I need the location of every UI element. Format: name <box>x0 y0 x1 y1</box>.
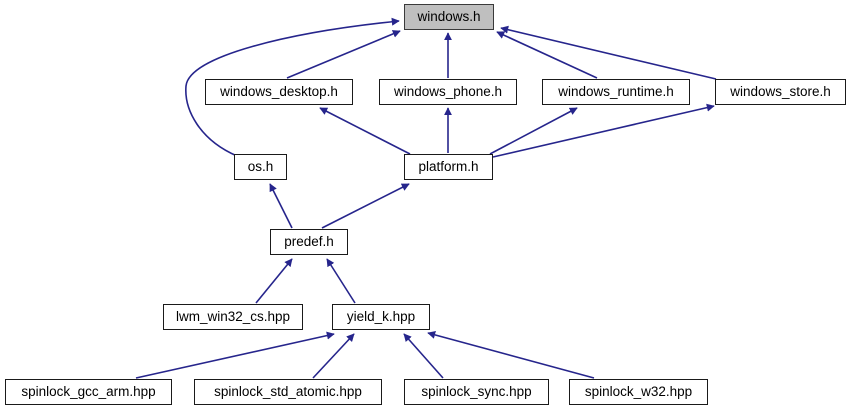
graph-node-label: platform.h <box>418 159 479 175</box>
graph-edge-platform_h-to-windows_desktop_h <box>319 107 411 155</box>
graph-node-spinlock_std_atomic_hpp[interactable]: spinlock_std_atomic.hpp <box>194 379 382 405</box>
graph-node-spinlock_sync_hpp[interactable]: spinlock_sync.hpp <box>404 379 549 405</box>
graph-node-label: predef.h <box>284 234 334 250</box>
graph-node-label: spinlock_sync.hpp <box>421 384 532 400</box>
graph-node-spinlock_gcc_arm_hpp[interactable]: spinlock_gcc_arm.hpp <box>5 379 172 405</box>
graph-edge-predef_h-to-os_h <box>269 183 293 229</box>
graph-node-os_h[interactable]: os.h <box>234 154 287 180</box>
graph-edge-spinlock_gcc_arm_hpp-to-yield_k_hpp <box>135 331 335 379</box>
graph-edge-windows_desktop_h-to-windows_h <box>286 30 401 79</box>
graph-edge-platform_h-to-windows_store_h <box>492 103 715 158</box>
graph-node-label: windows_phone.h <box>393 84 503 100</box>
graph-node-windows_desktop_h[interactable]: windows_desktop.h <box>205 79 353 105</box>
graph-node-label: yield_k.hpp <box>346 309 416 325</box>
graph-edge-spinlock_std_atomic_hpp-to-yield_k_hpp <box>312 333 355 379</box>
graph-node-windows_store_h[interactable]: windows_store.h <box>715 79 846 105</box>
graph-node-label: spinlock_w32.hpp <box>584 384 693 400</box>
graph-node-yield_k_hpp[interactable]: yield_k.hpp <box>332 304 430 330</box>
graph-node-label: windows_desktop.h <box>220 84 338 100</box>
graph-node-platform_h[interactable]: platform.h <box>404 154 493 180</box>
graph-node-label: os.h <box>247 159 274 175</box>
graph-node-label: windows_runtime.h <box>558 84 674 100</box>
graph-edge-spinlock_sync_hpp-to-yield_k_hpp <box>403 333 444 379</box>
graph-edge-lwm_win32_cs_hpp-to-predef_h <box>255 258 293 304</box>
graph-node-label: windows_store.h <box>730 84 831 100</box>
graph-node-label: windows.h <box>417 9 481 25</box>
graph-edge-spinlock_w32_hpp-to-yield_k_hpp <box>427 331 595 379</box>
graph-node-windows_runtime_h[interactable]: windows_runtime.h <box>542 79 690 105</box>
graph-node-label: spinlock_gcc_arm.hpp <box>21 384 156 400</box>
graph-edge-os_h-to-windows_h <box>185 17 400 157</box>
graph-node-predef_h[interactable]: predef.h <box>270 229 348 255</box>
graph-edge-platform_h-to-windows_runtime_h <box>489 107 578 155</box>
graph-edge-windows_store_h-to-windows_h <box>500 25 717 80</box>
graph-edges <box>135 17 717 379</box>
graph-node-windows_h[interactable]: windows.h <box>404 4 494 30</box>
graph-node-label: lwm_win32_cs.hpp <box>175 309 291 325</box>
graph-node-windows_phone_h[interactable]: windows_phone.h <box>379 79 517 105</box>
graph-node-label: spinlock_std_atomic.hpp <box>214 384 362 400</box>
graph-edge-yield_k_hpp-to-predef_h <box>326 258 356 304</box>
graph-edge-windows_runtime_h-to-windows_h <box>496 31 598 79</box>
graph-node-spinlock_w32_hpp[interactable]: spinlock_w32.hpp <box>569 379 708 405</box>
graph-edge-predef_h-to-platform_h <box>321 183 410 229</box>
graph-node-lwm_win32_cs_hpp[interactable]: lwm_win32_cs.hpp <box>163 304 303 330</box>
